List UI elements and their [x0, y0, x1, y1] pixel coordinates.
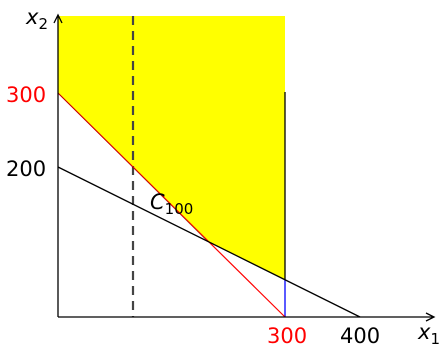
y-tick-300: 300 [6, 83, 46, 107]
y-axis-label: x2 [25, 5, 48, 33]
black-constraint-line [57, 166, 361, 318]
red-constraint-line [57, 92, 286, 318]
x-tick-300: 300 [267, 324, 307, 347]
y-axis-arrow [53, 13, 63, 24]
feasible-region [58, 16, 285, 280]
y-tick-200: 200 [6, 157, 46, 181]
region-upper-boundary [57, 92, 208, 242]
x-axis-arrow [425, 312, 436, 322]
curve-label-c100: C100 [150, 190, 193, 218]
x-axis-label: x1 [417, 320, 440, 347]
x-tick-400: 400 [340, 324, 380, 347]
